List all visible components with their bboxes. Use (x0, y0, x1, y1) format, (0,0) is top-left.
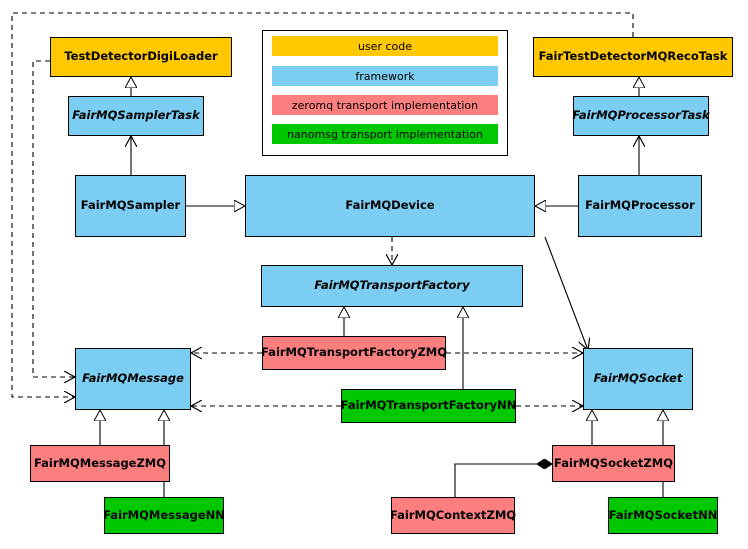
legend-item-zeromq: zeromq transport implementation (272, 95, 498, 115)
edge-device-to-socket (544, 236, 588, 350)
class-node-fairmqsocketnn[interactable]: FairMQSocketNN (608, 497, 718, 534)
class-node-fairmqtransportfactory[interactable]: FairMQTransportFactory (261, 265, 523, 307)
legend-label-user-code: user code (357, 39, 413, 53)
class-node-testdetectordigiloader[interactable]: TestDetectorDigiLoader (50, 37, 232, 77)
edge-contextzmq-to-socketzmq (454, 464, 552, 497)
legend-item-framework: framework (272, 66, 498, 86)
class-node-fairmqprocessor[interactable]: FairMQProcessor (578, 175, 702, 237)
class-node-fairtestdetectormqrecotask[interactable]: FairTestDetectorMQRecoTask (533, 37, 733, 77)
legend-label-nanomsg: nanomsg transport implementation (287, 127, 483, 141)
class-node-fairmqtransportfactorynn[interactable]: FairMQTransportFactoryNN (341, 389, 516, 423)
class-node-fairmqmessagezmq[interactable]: FairMQMessageZMQ (30, 445, 170, 482)
class-node-fairmqsamplertask[interactable]: FairMQSamplerTask (68, 96, 204, 136)
class-node-fairmqmessage[interactable]: FairMQMessage (75, 348, 191, 410)
class-node-fairmqsocketzmq[interactable]: FairMQSocketZMQ (552, 445, 675, 482)
legend-label-zeromq: zeromq transport implementation (291, 98, 479, 112)
class-node-fairmqmessagenn[interactable]: FairMQMessageNN (103, 497, 225, 534)
legend-item-user-code: user code (272, 36, 498, 56)
class-node-fairmqcontextzmq[interactable]: FairMQContextZMQ (390, 497, 516, 534)
class-node-fairmqsocket[interactable]: FairMQSocket (583, 348, 693, 410)
class-node-fairmqprocessortask[interactable]: FairMQProcessorTask (572, 96, 710, 136)
class-node-fairmqsampler[interactable]: FairMQSampler (75, 175, 186, 237)
class-node-fairmqdevice[interactable]: FairMQDevice (245, 175, 535, 237)
legend-label-framework: framework (355, 69, 415, 83)
legend-item-nanomsg: nanomsg transport implementation (272, 124, 498, 144)
class-node-fairmqtransportfactoryzmq[interactable]: FairMQTransportFactoryZMQ (261, 336, 447, 370)
